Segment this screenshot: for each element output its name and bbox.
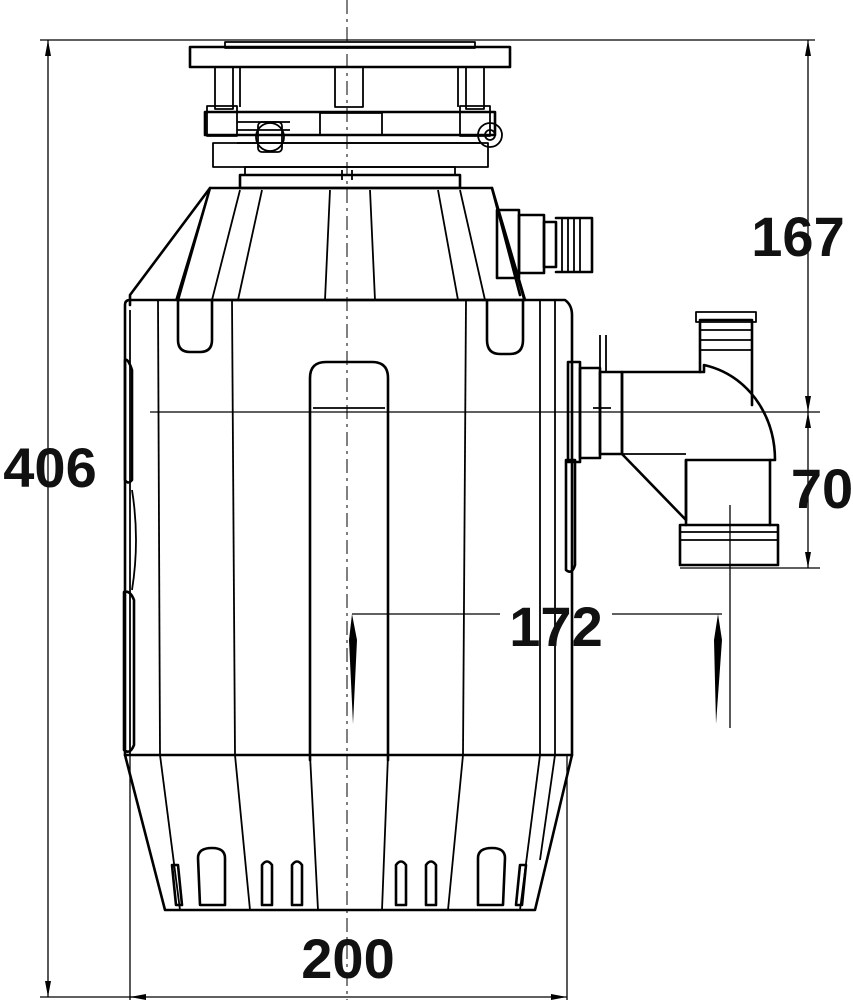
upper-housing: [128, 186, 527, 307]
drain-outlet-elbow: [566, 311, 780, 567]
inlet-height-label: 167: [751, 205, 844, 268]
overall-height-label: 406: [3, 436, 96, 499]
overall-height-dimension: [40, 39, 815, 998]
outlet-offset-label: 172: [509, 595, 602, 658]
mounting-flange: [188, 41, 512, 190]
inlet-height-dimension: [805, 40, 811, 412]
outlet-height-dimension: [680, 412, 820, 569]
outlet-offset-dimension: [349, 505, 731, 728]
outlet-height-label: 70: [791, 457, 853, 520]
main-body: [122, 298, 577, 762]
lower-housing: [123, 753, 574, 912]
body-width-label: 200: [301, 927, 394, 990]
dishwasher-inlet-nozzle: [495, 208, 594, 280]
body-width-dimension: [129, 755, 568, 1000]
